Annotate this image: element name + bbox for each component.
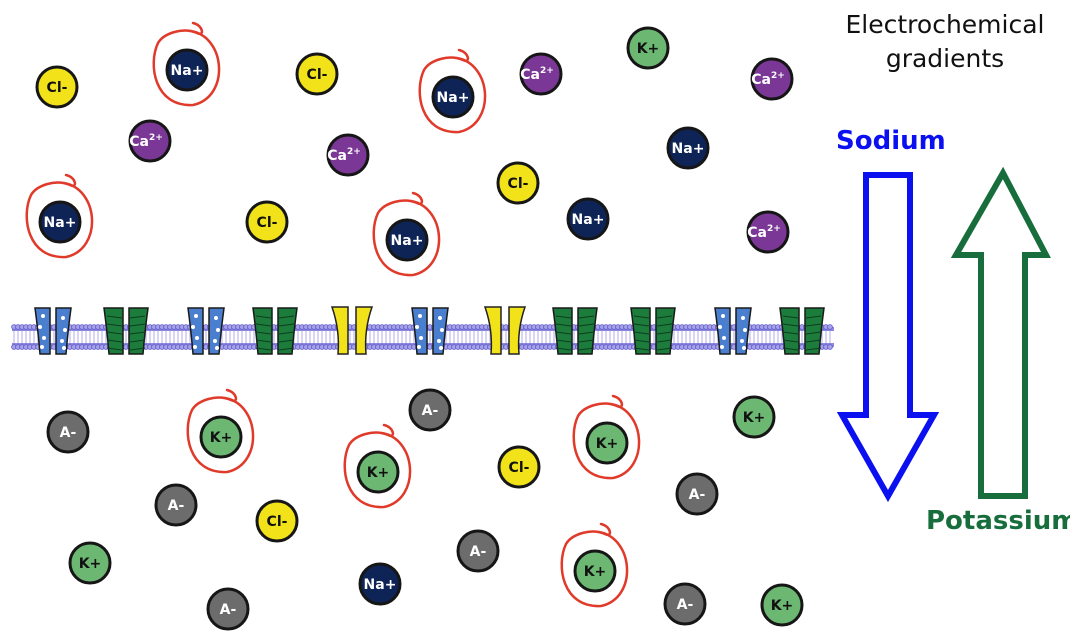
ion-k-minusplus: K+	[199, 415, 243, 459]
ion-k-minusplus: K+	[573, 549, 617, 593]
ion-ca: Ca2+	[128, 119, 172, 163]
annotation-circle	[572, 394, 641, 480]
ion-label: A-	[470, 544, 487, 560]
ion-channel-green	[252, 307, 298, 355]
ion-cl-minus: Cl-	[497, 445, 541, 489]
ion-a-minus: A-	[456, 529, 500, 573]
ion-label: K+	[210, 430, 233, 446]
ion-label: A-	[220, 602, 237, 618]
ion-label: K+	[743, 410, 766, 426]
ion-ca: Ca2+	[326, 133, 370, 177]
ion-channel-green	[103, 307, 149, 355]
ion-a-minus: A-	[206, 587, 250, 631]
potassium-label: Potassium	[926, 506, 1070, 536]
ion-label: Cl-	[257, 215, 278, 231]
ion-k-minusplus: K+	[585, 421, 629, 465]
ion-label: A-	[677, 597, 694, 613]
ion-label: K+	[637, 41, 660, 57]
ion-ca: Ca2+	[746, 210, 790, 254]
sodium-label: Sodium	[836, 126, 946, 156]
ion-label: Na+	[437, 90, 470, 106]
ion-label: Na+	[672, 141, 705, 157]
ion-label: Cl-	[47, 80, 68, 96]
diagram-title: Electrochemical gradients	[800, 8, 1070, 76]
ion-cl-minus: Cl-	[245, 200, 289, 244]
ion-na-minusplus: Na+	[566, 197, 610, 241]
ion-cl-minus: Cl-	[255, 499, 299, 543]
ion-k-minusplus: K+	[732, 395, 776, 439]
ion-cl-minus: Cl-	[35, 65, 79, 109]
annotation-circles	[25, 21, 641, 608]
annotation-circle	[152, 21, 221, 107]
gradient-arrows	[836, 166, 1051, 503]
ion-na-minusplus: Na+	[358, 562, 402, 606]
ion-k-minusplus: K+	[626, 26, 670, 70]
ion-label: Na+	[572, 212, 605, 228]
ion-a-minus: A-	[154, 483, 198, 527]
ion-na-minusplus: Na+	[38, 200, 82, 244]
ion-na-minusplus: Na+	[666, 126, 710, 170]
ion-k-minusplus: K+	[356, 450, 400, 494]
annotation-circle	[560, 522, 629, 608]
annotation-circle	[372, 191, 441, 277]
ion-channels	[34, 306, 825, 355]
ion-channel-green	[779, 307, 825, 355]
ions: Cl- Na+ Cl- Na+ Ca2+ K+ Ca2+ Ca2+ Ca2+ Na+ Cl- Na+ C…	[35, 26, 804, 631]
ion-k-minusplus: K+	[760, 583, 804, 627]
ion-a-minus: A-	[46, 410, 90, 454]
ion-channel-yellow	[483, 306, 527, 355]
ion-label: Na+	[364, 577, 397, 593]
ion-label: Na+	[391, 233, 424, 249]
annotation-circle	[186, 388, 255, 474]
title-line-2: gradients	[885, 44, 1005, 73]
ion-a-minus: A-	[675, 472, 719, 516]
annotation-circle	[25, 173, 94, 259]
ion-ca: Ca2+	[750, 57, 794, 101]
ion-label: Na+	[44, 215, 77, 231]
annotation-circle	[418, 48, 487, 134]
sodium-gradient-arrow	[836, 172, 940, 503]
annotation-circle	[343, 423, 412, 509]
ion-label: Cl-	[267, 514, 288, 530]
ion-channel-yellow	[330, 306, 374, 355]
ion-na-minusplus: Na+	[385, 218, 429, 262]
ion-ca: Ca2+	[519, 52, 563, 96]
ion-cl-minus: Cl-	[295, 52, 339, 96]
ion-na-minusplus: Na+	[431, 75, 475, 119]
ion-na-minusplus: Na+	[165, 48, 209, 92]
ion-cl-minus: Cl-	[496, 161, 540, 205]
ion-label: K+	[596, 436, 619, 452]
ion-label: K+	[771, 598, 794, 614]
ion-label: A-	[168, 498, 185, 514]
ion-a-minus: A-	[408, 388, 452, 432]
ion-label: K+	[367, 465, 390, 481]
ion-a-minus: A-	[663, 582, 707, 626]
ion-label: K+	[584, 564, 607, 580]
ion-label: K+	[79, 556, 102, 572]
ion-channel-blue	[187, 307, 225, 355]
ion-channel-green	[552, 307, 598, 355]
ion-channel-green	[630, 307, 676, 355]
ion-label: Cl-	[509, 460, 530, 476]
ion-label: A-	[689, 487, 706, 503]
ion-label: A-	[60, 425, 77, 441]
ion-channel-blue	[411, 307, 449, 355]
ion-label: A-	[422, 403, 439, 419]
ion-label: Cl-	[508, 176, 529, 192]
potassium-gradient-arrow	[950, 166, 1051, 499]
title-line-1: Electrochemical	[845, 10, 1045, 39]
ion-channel-blue	[714, 307, 752, 355]
ion-channel-blue	[34, 307, 72, 355]
ion-label: Cl-	[307, 67, 328, 83]
ion-label: Na+	[171, 63, 204, 79]
ion-k-minusplus: K+	[68, 541, 112, 585]
